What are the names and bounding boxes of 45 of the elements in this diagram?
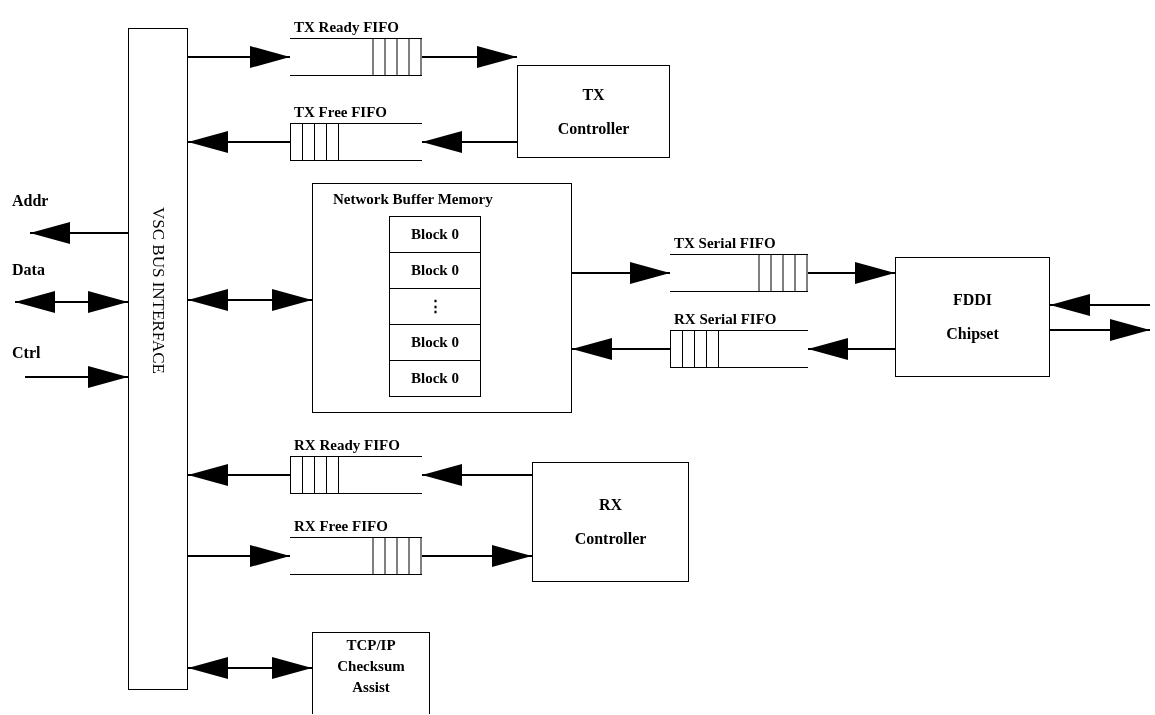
fifo-title: RX Free FIFO xyxy=(293,517,389,536)
signal-label: Addr xyxy=(12,193,49,209)
memory-block: ⋮ xyxy=(389,288,481,325)
arrow xyxy=(187,545,291,567)
controller-box xyxy=(517,65,670,158)
memory-title: Network Buffer Memory xyxy=(333,190,493,209)
arrow xyxy=(187,464,291,486)
arrow xyxy=(421,464,533,486)
arrow xyxy=(187,289,313,311)
memory-block: Block 0 xyxy=(389,360,481,397)
bus-interface-box xyxy=(128,28,188,690)
arrow xyxy=(421,46,518,68)
checksum-label: TCP/IP Checksum Assist xyxy=(336,636,406,697)
fifo-title: RX Ready FIFO xyxy=(293,436,401,455)
controller-label: TX Controller xyxy=(556,84,631,139)
arrow xyxy=(187,131,291,153)
arrow xyxy=(807,262,896,284)
memory-block: Block 0 xyxy=(389,216,481,253)
arrow xyxy=(29,222,129,244)
bus-interface-label: VSC BUS INTERFACE xyxy=(147,207,169,374)
signal-label: Data xyxy=(12,262,45,278)
arrow xyxy=(421,545,533,567)
controller-label: RX Controller xyxy=(573,495,648,549)
fifo-title: TX Serial FIFO xyxy=(673,234,777,253)
controller-box xyxy=(532,462,689,582)
memory-block: Block 0 xyxy=(389,252,481,289)
fifo-title: TX Free FIFO xyxy=(293,103,389,122)
arrow xyxy=(187,46,291,68)
arrow xyxy=(571,338,671,360)
fifo-title: TX Ready FIFO xyxy=(293,18,400,37)
checksum-box xyxy=(312,632,430,714)
fifo-title: RX Serial FIFO xyxy=(673,310,778,329)
arrow xyxy=(1049,294,1151,316)
arrow xyxy=(14,291,129,313)
memory-box xyxy=(312,183,572,413)
controller-label: FDDI Chipset xyxy=(945,290,1000,345)
controller-box xyxy=(895,257,1050,377)
signal-label: Ctrl xyxy=(12,345,41,361)
arrow xyxy=(421,131,518,153)
arrow xyxy=(807,338,896,360)
memory-block: Block 0 xyxy=(389,324,481,361)
arrow xyxy=(571,262,671,284)
arrow xyxy=(187,657,313,679)
arrow xyxy=(24,366,129,388)
arrow xyxy=(1049,319,1151,341)
